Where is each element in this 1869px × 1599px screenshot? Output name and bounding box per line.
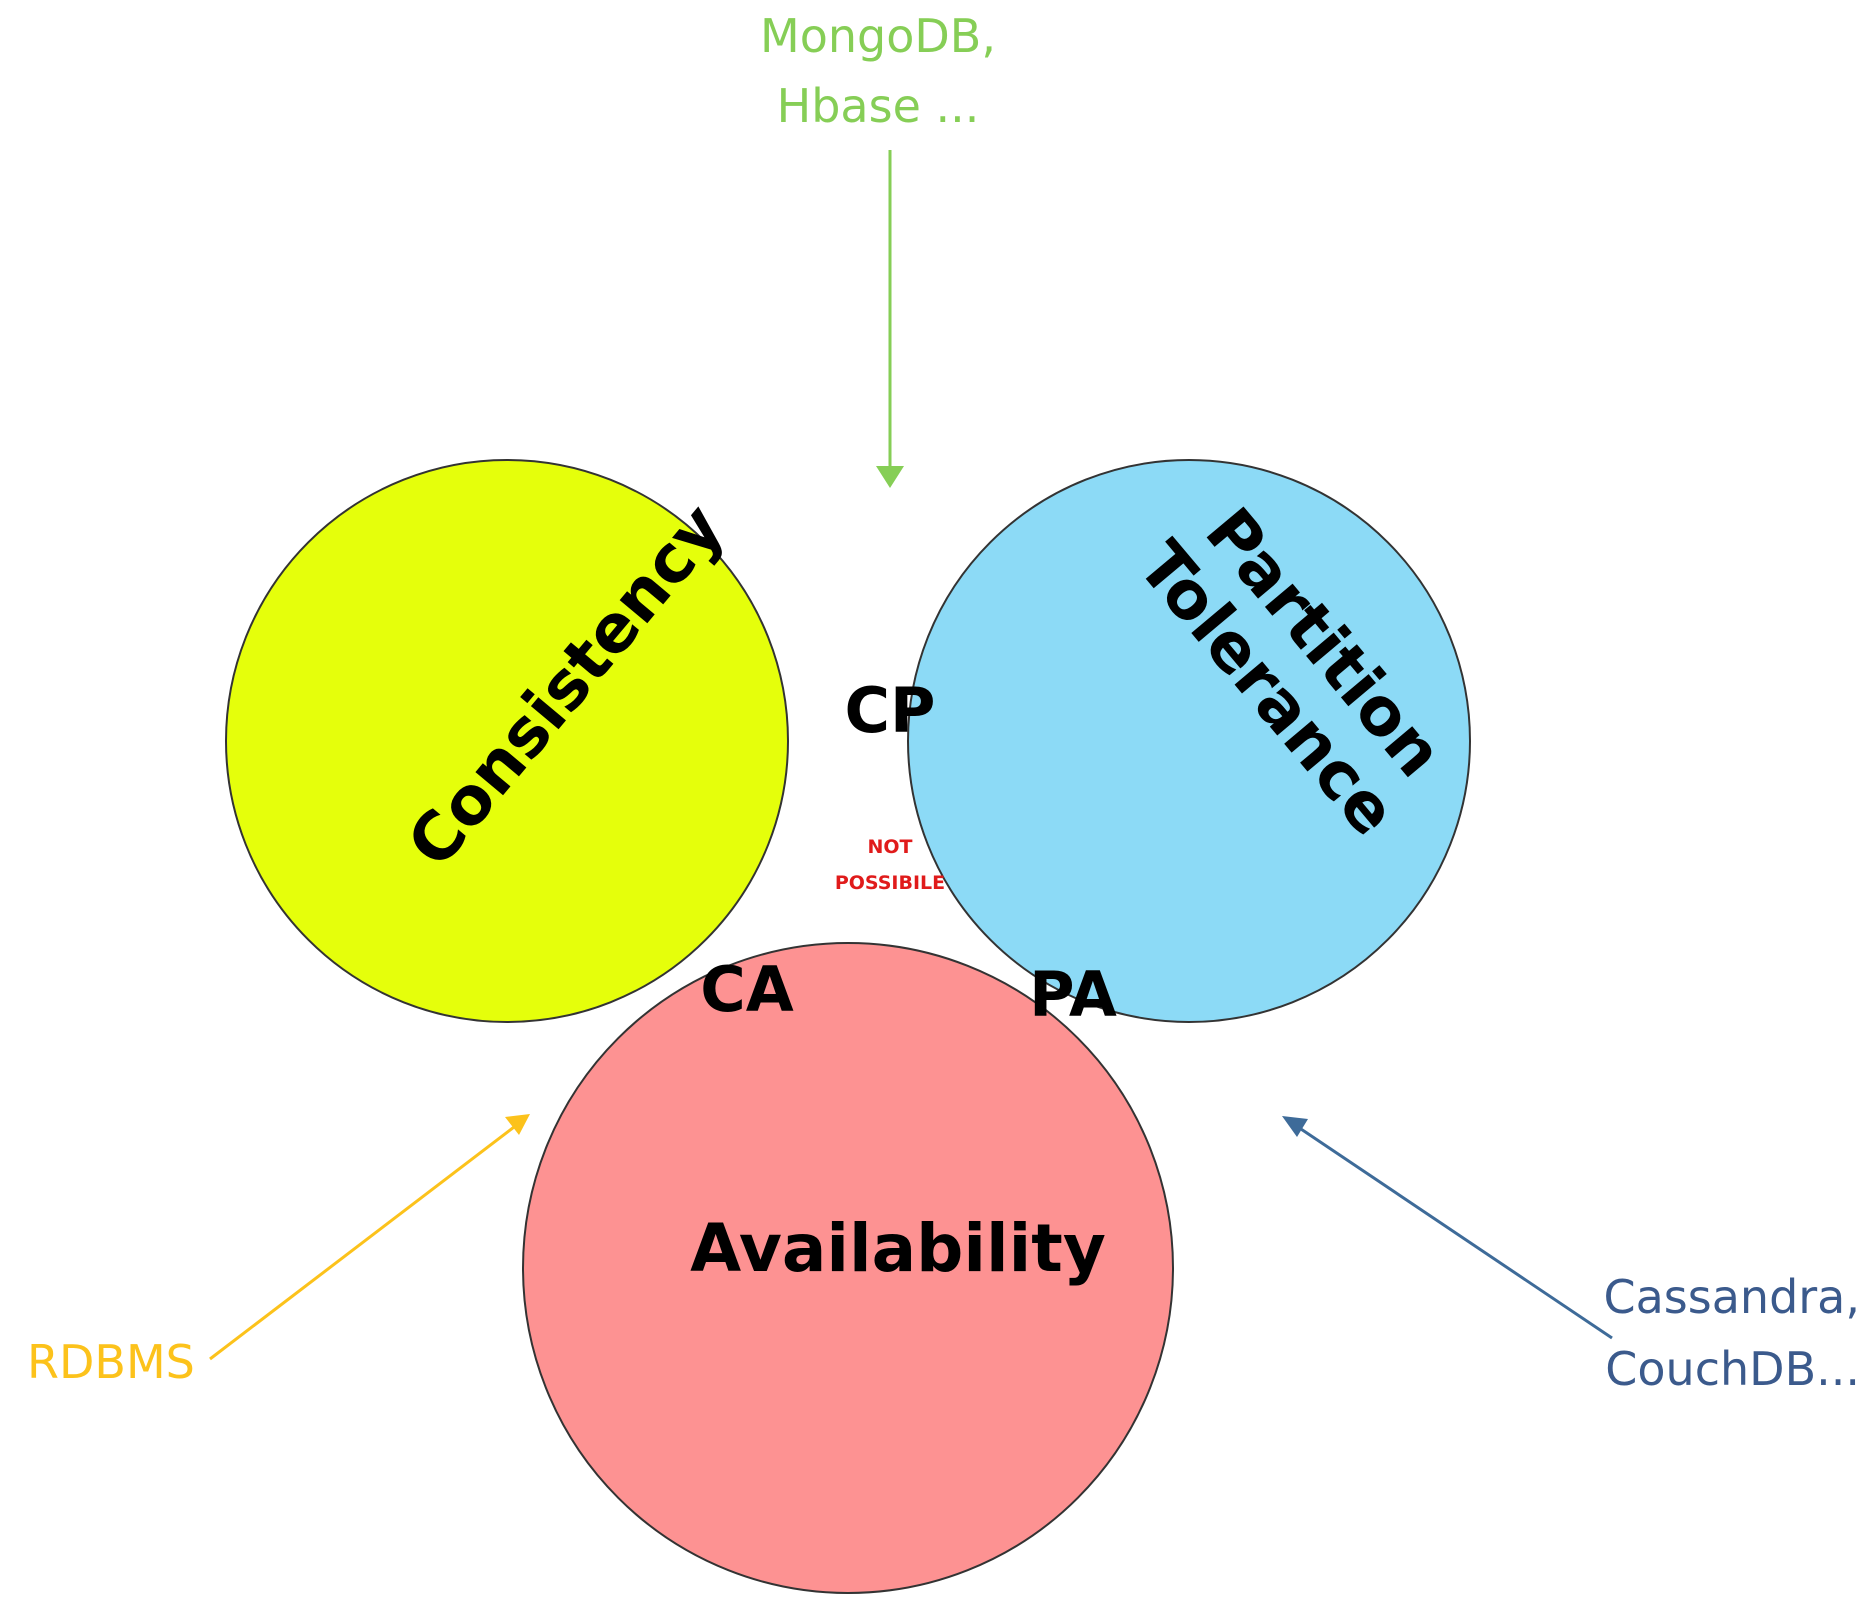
cp-systems-arrow <box>876 150 904 488</box>
partition-tolerance-circle <box>908 460 1470 1022</box>
availability-label: Availability <box>690 1210 1106 1287</box>
pa-label: PA <box>1029 958 1117 1031</box>
ca-systems-arrow <box>209 1114 530 1361</box>
circle-outlines <box>225 459 1471 1594</box>
cp-systems-label-line2: Hbase ... <box>777 79 980 133</box>
pa-systems-label-line1: Cassandra, <box>1603 1270 1860 1324</box>
cp-label: CP <box>845 674 936 747</box>
not-possible-label-line2: POSSIBILE <box>835 872 945 894</box>
pa-systems-arrow <box>1282 1116 1613 1340</box>
ca-label: CA <box>700 953 794 1026</box>
not-possible-label-line1: NOT <box>867 836 912 858</box>
availability-circle <box>523 943 1173 1593</box>
pa-systems-label-line2: CouchDB... <box>1605 1342 1860 1396</box>
ca-systems-label: RDBMS <box>27 1335 195 1389</box>
cp-systems-label-line1: MongoDB, <box>760 9 996 63</box>
consistency-circle <box>226 460 788 1022</box>
